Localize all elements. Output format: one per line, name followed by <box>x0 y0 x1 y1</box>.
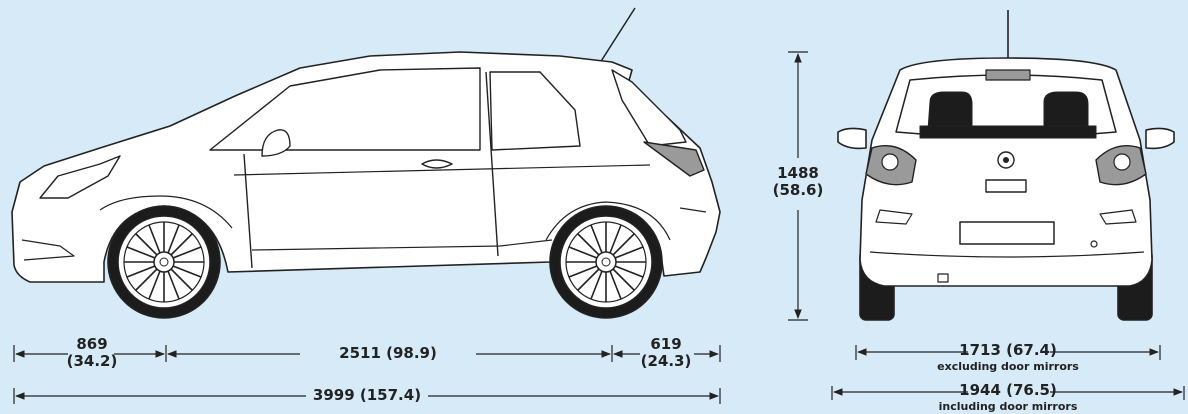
height-in: (58.6) <box>772 180 824 199</box>
antenna-icon <box>597 7 636 67</box>
height-label: 1488 (58.6) <box>768 165 828 198</box>
rear-wheel-icon <box>549 205 663 319</box>
rear-overhang-label: 619 (24.3) <box>636 336 696 369</box>
car-side-drawing <box>11 7 721 319</box>
width-incl-value: 1944 (76.5) <box>959 381 1057 399</box>
brand-badge-icon <box>997 151 1015 169</box>
front-overhang-in: (34.2) <box>66 351 118 370</box>
width-excl-value: 1713 (67.4) <box>959 341 1057 359</box>
front-overhang-label: 869 (34.2) <box>62 336 122 369</box>
car-rear-drawing <box>837 10 1175 321</box>
front-wheel-icon <box>107 205 221 319</box>
width-incl-note: including door mirrors <box>938 400 1078 413</box>
width-excl-note: excluding door mirrors <box>937 360 1079 373</box>
rear-overhang-mm: 619 <box>650 335 682 353</box>
side-dimension-lines <box>13 345 721 404</box>
overall-length-label: 3999 (157.4) <box>312 386 422 404</box>
height-mm: 1488 <box>777 164 819 182</box>
rear-dimension-lines <box>788 51 1185 400</box>
wheelbase-label: 2511 (98.9) <box>339 344 437 362</box>
rear-overhang-in: (24.3) <box>640 351 692 370</box>
front-overhang-mm: 869 <box>76 335 108 353</box>
